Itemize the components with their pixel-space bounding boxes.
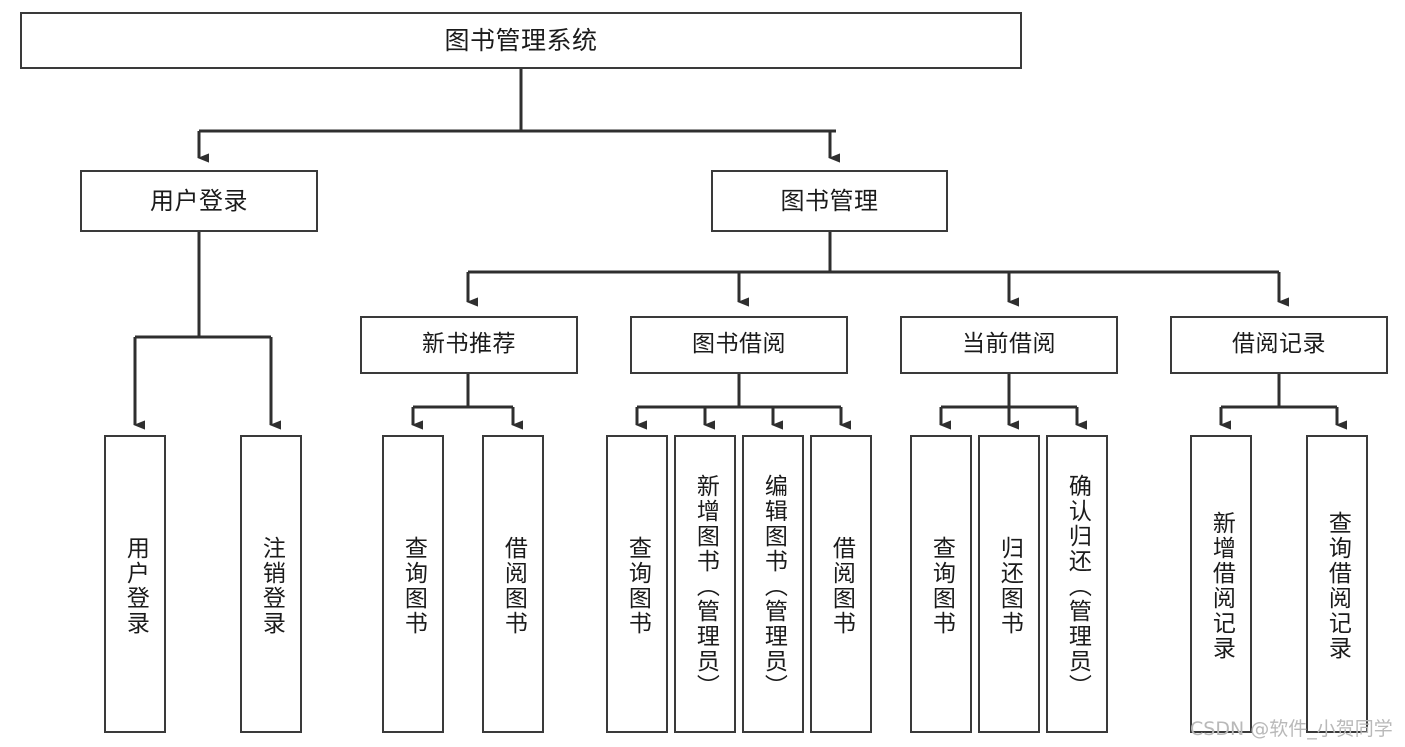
node-leaf-confirm-return-admin[interactable]: 确认归还（管理员） [1046, 435, 1108, 733]
node-leaf-query-borrow-record-label: 查询借阅记录 [1324, 511, 1351, 661]
node-leaf-user-login-label: 用户登录 [122, 536, 149, 636]
node-book-borrow[interactable]: 图书借阅 [630, 316, 848, 374]
node-current-borrow[interactable]: 当前借阅 [900, 316, 1118, 374]
node-borrow-record[interactable]: 借阅记录 [1170, 316, 1388, 374]
node-leaf-return-book-label: 归还图书 [996, 536, 1023, 636]
node-book-management[interactable]: 图书管理 [711, 170, 948, 232]
edges-root-to-level1 [197, 69, 840, 163]
edges-user-login-to-leaves [133, 232, 281, 430]
node-leaf-borrow-book-label: 借阅图书 [828, 536, 855, 636]
edges-new-book-to-leaves [411, 374, 523, 430]
node-current-borrow-label: 当前借阅 [962, 331, 1056, 358]
node-book-borrow-label: 图书借阅 [692, 331, 786, 358]
node-root-system-label: 图书管理系统 [444, 25, 598, 55]
edges-borrow-record-to-leaves [1219, 374, 1347, 430]
node-leaf-query-borrow-record[interactable]: 查询借阅记录 [1306, 435, 1368, 733]
node-leaf-recommend-borrow-book[interactable]: 借阅图书 [482, 435, 544, 733]
node-new-book-recommend[interactable]: 新书推荐 [360, 316, 578, 374]
node-leaf-borrow-book[interactable]: 借阅图书 [810, 435, 872, 733]
node-root-system[interactable]: 图书管理系统 [20, 12, 1022, 69]
node-leaf-add-borrow-record[interactable]: 新增借阅记录 [1190, 435, 1252, 733]
node-leaf-current-query-book-label: 查询图书 [928, 536, 955, 636]
node-user-login[interactable]: 用户登录 [80, 170, 318, 232]
edges-book-manage-to-level2 [466, 232, 1289, 307]
node-leaf-return-book[interactable]: 归还图书 [978, 435, 1040, 733]
node-leaf-recommend-query-book-label: 查询图书 [400, 536, 427, 636]
node-leaf-recommend-borrow-book-label: 借阅图书 [500, 536, 527, 636]
node-leaf-logout[interactable]: 注销登录 [240, 435, 302, 733]
node-leaf-add-borrow-record-label: 新增借阅记录 [1208, 511, 1235, 661]
node-leaf-borrow-query-book[interactable]: 查询图书 [606, 435, 668, 733]
node-user-login-label: 用户登录 [150, 186, 248, 215]
node-leaf-confirm-return-admin-label: 确认归还（管理员） [1064, 473, 1091, 699]
node-leaf-recommend-query-book[interactable]: 查询图书 [382, 435, 444, 733]
node-leaf-add-book-admin[interactable]: 新增图书（管理员） [674, 435, 736, 733]
node-leaf-edit-book-admin-label: 编辑图书（管理员） [760, 473, 787, 699]
node-leaf-add-book-admin-label: 新增图书（管理员） [692, 473, 719, 699]
node-leaf-edit-book-admin[interactable]: 编辑图书（管理员） [742, 435, 804, 733]
node-leaf-logout-label: 注销登录 [258, 536, 285, 636]
watermark-text: CSDN @软件_小贺同学 [1190, 718, 1393, 740]
node-leaf-current-query-book[interactable]: 查询图书 [910, 435, 972, 733]
edges-book-borrow-to-leaves [635, 374, 851, 430]
node-leaf-borrow-query-book-label: 查询图书 [624, 536, 651, 636]
node-leaf-user-login[interactable]: 用户登录 [104, 435, 166, 733]
node-book-management-label: 图书管理 [780, 186, 879, 215]
node-new-book-recommend-label: 新书推荐 [422, 331, 516, 358]
edges-current-borrow-to-leaves [939, 374, 1087, 430]
node-borrow-record-label: 借阅记录 [1232, 331, 1326, 358]
